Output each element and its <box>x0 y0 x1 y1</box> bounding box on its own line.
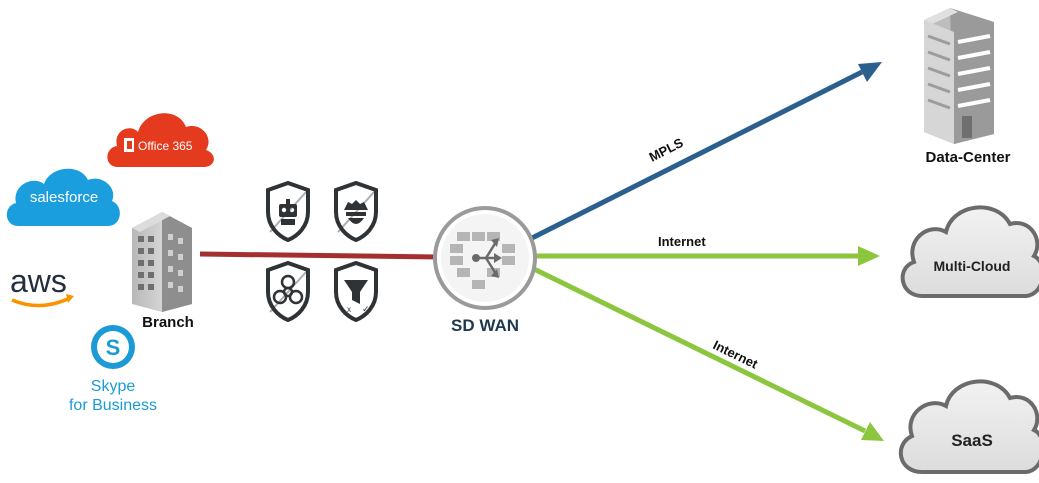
skype-logo: S Skype for Business <box>69 325 157 414</box>
multicloud-cloud-icon: Multi-Cloud <box>900 205 1039 298</box>
filter-shield-icon: x ✓ <box>334 260 378 323</box>
datacenter-label: Data-Center <box>925 149 1010 166</box>
aws-label: aws <box>10 263 67 299</box>
biohazard-shield-icon <box>266 260 310 323</box>
salesforce-label: salesforce <box>30 189 98 206</box>
sdwan-label: SD WAN <box>451 316 519 335</box>
datacenter-building-icon <box>924 8 994 144</box>
svg-text:✓: ✓ <box>362 304 370 314</box>
svg-text:x: x <box>347 305 351 314</box>
skype-label-line1: Skype <box>91 378 136 395</box>
robot-shield-icon <box>266 180 310 243</box>
skype-label-line2: for Business <box>69 397 157 414</box>
branch-label: Branch <box>142 314 194 331</box>
office365-label: Office 365 <box>138 139 193 153</box>
branch-link <box>199 251 439 260</box>
salesforce-logo: salesforce <box>6 168 120 226</box>
internet-multicloud-label: Internet <box>658 234 706 249</box>
skype-icon: S <box>106 335 121 360</box>
spy-shield-icon <box>334 180 378 243</box>
office365-logo: Office 365 <box>107 113 214 168</box>
internet-saas-link <box>530 265 884 441</box>
sdwan-router-icon <box>433 206 537 310</box>
mpls-link <box>530 62 882 241</box>
aws-logo: aws <box>10 263 74 308</box>
mpls-label: MPLS <box>647 135 686 165</box>
saas-label: SaaS <box>951 431 993 450</box>
multicloud-label: Multi-Cloud <box>934 258 1011 274</box>
saas-cloud-icon: SaaS <box>898 379 1039 474</box>
branch-building-icon <box>132 212 192 312</box>
internet-multicloud-link <box>534 246 880 266</box>
